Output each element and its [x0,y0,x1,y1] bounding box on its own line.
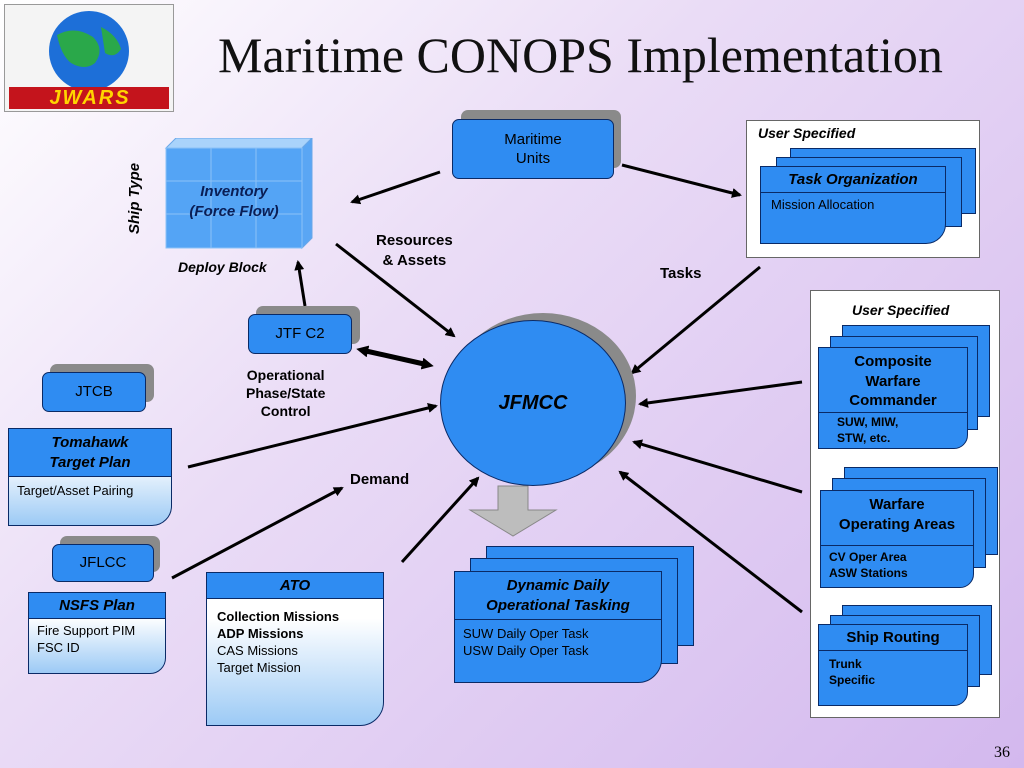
nsfs-doc: NSFS Plan Fire Support PIM FSC ID [28,592,166,674]
routing-header: Ship Routing [819,625,967,651]
ato-header: ATO [207,573,383,599]
ship-type-label: Ship Type [126,162,143,234]
page-number: 36 [994,744,1010,761]
right-panel-user-label: User Specified [852,302,950,318]
task-org-user-label: User Specified [758,125,856,141]
arrow-units-inventory [350,170,441,205]
arrow-warfare [632,439,803,494]
arrow-resources [335,242,456,338]
ato-item: Target Mission [217,659,301,675]
ato-items: Collection Missions ADP Missions CAS Mis… [207,599,383,687]
task-org-body: Mission Allocation [771,197,875,212]
nsfs-header: NSFS Plan [29,593,165,619]
jfmcc-node: JFMCC [440,320,626,486]
dynamic-header: Dynamic Daily Operational Tasking [455,572,661,620]
arrow-jtfc2-inventory [294,260,307,307]
ato-item: CAS Missions [217,642,298,658]
tomahawk-body: Target/Asset Pairing [17,483,134,498]
dynamic-doc: Dynamic Daily Operational Tasking SUW Da… [454,571,662,683]
ato-doc: ATO Collection Missions ADP Missions CAS… [206,572,384,726]
warfare-body: CV Oper Area ASW Stations [829,550,908,580]
ato-item: ADP Missions [217,625,304,641]
jtcb-node: JTCB [42,372,146,412]
resources-label: Resources & Assets [376,232,453,269]
arrow-composite [638,380,803,408]
inventory-cube [164,138,313,250]
arrow-demand [171,486,344,580]
tomahawk-doc: Tomahawk Target Plan Target/Asset Pairin… [8,428,172,526]
composite-body: SUW, MIW, STW, etc. [837,415,899,445]
task-org-header: Task Organization [761,167,945,193]
nsfs-body: Fire Support PIM FSC ID [37,623,136,655]
tasks-label: Tasks [660,265,702,282]
logo-text: JWARS [49,87,131,109]
warfare-header: Warfare Operating Areas [821,491,973,546]
arrow-jtfc2-jfmcc [356,345,434,370]
down-block-arrow [468,485,558,537]
ato-item: Collection Missions [217,609,340,624]
page-title: Maritime CONOPS Implementation [218,27,943,83]
maritime-units-node: Maritime Units [452,119,614,179]
task-org-doc: Task Organization Mission Allocation [760,166,946,244]
tomahawk-header: Tomahawk Target Plan [9,429,171,477]
warfare-doc: Warfare Operating Areas CV Oper Area ASW… [820,490,974,588]
routing-body: Trunk Specific [829,657,876,687]
operational-label: Operational Phase/State Control [246,367,326,420]
demand-label: Demand [350,471,410,488]
jwars-logo: JWARS [4,4,174,112]
composite-header: Composite Warfare Commander [819,348,967,413]
jtf-c2-node: JTF C2 [248,314,352,354]
arrow-ato [400,476,480,564]
dynamic-body: SUW Daily Oper Task USW Daily Oper Task [463,626,589,658]
inventory-label: Inventory (Force Flow) [189,183,279,220]
arrow-units-taskorg [621,163,742,198]
arrow-tasks [630,265,761,375]
arrow-routing [618,470,803,614]
globe-logo-icon [9,11,169,109]
composite-doc: Composite Warfare Commander SUW, MIW, ST… [818,347,968,449]
deploy-block-label: Deploy Block [178,259,267,275]
jflcc-node: JFLCC [52,544,154,582]
arrow-tomahawk [187,403,438,469]
routing-doc: Ship Routing Trunk Specific [818,624,968,706]
